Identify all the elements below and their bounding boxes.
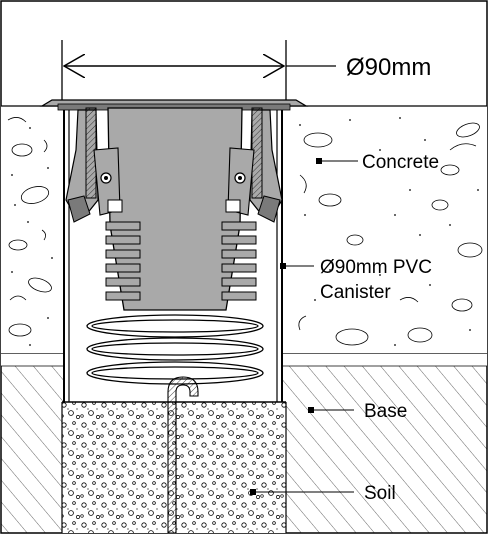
label-base: Base <box>364 401 407 422</box>
callout-concrete: Concrete <box>316 152 439 173</box>
label-canister-line2: Canister <box>320 282 391 303</box>
label-soil: Soil <box>364 483 396 504</box>
label-canister-line1: Ø90mm PVC <box>320 257 432 278</box>
callout-canister: Ø90mm PVC Canister <box>280 257 432 303</box>
callout-base: Base <box>308 401 407 422</box>
bollard-body <box>39 99 309 311</box>
label-concrete: Concrete <box>362 152 439 173</box>
dimension-line <box>61 40 336 100</box>
cable <box>167 376 199 534</box>
callout-soil: Soil <box>250 483 396 504</box>
dimension-label: Ø90mm <box>346 54 431 81</box>
